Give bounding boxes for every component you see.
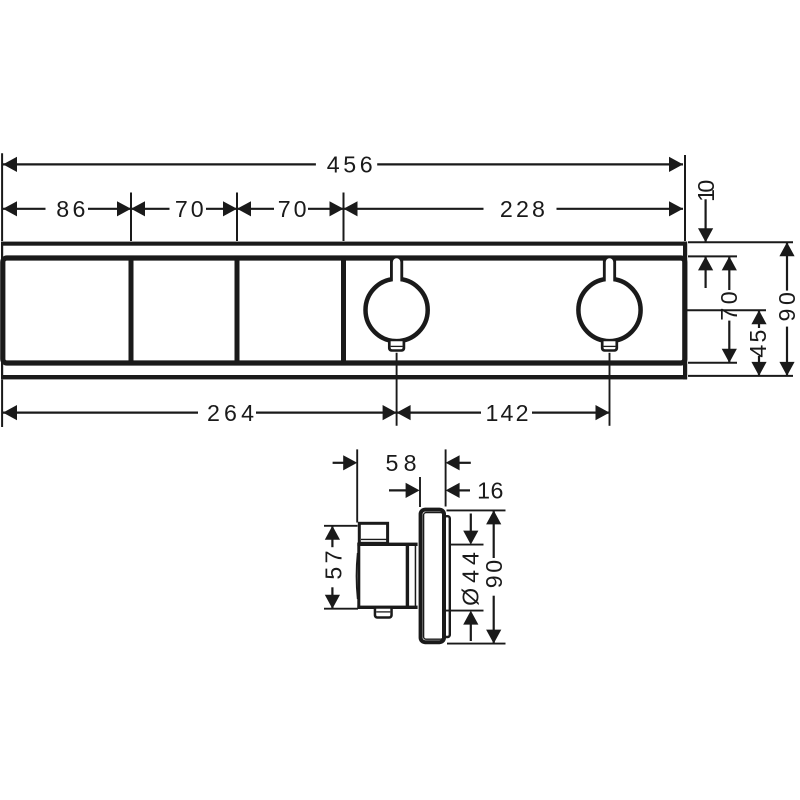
svg-text:70: 70 (175, 196, 207, 222)
svg-text:142: 142 (485, 400, 530, 426)
svg-text:90: 90 (481, 557, 507, 588)
svg-text:Ø44: Ø44 (458, 547, 484, 606)
svg-text:456: 456 (327, 152, 377, 178)
svg-text:228: 228 (500, 196, 548, 222)
svg-text:16: 16 (477, 478, 504, 504)
svg-text:10: 10 (693, 181, 719, 202)
svg-text:57: 57 (321, 547, 347, 579)
svg-text:86: 86 (56, 196, 89, 222)
svg-text:58: 58 (385, 450, 421, 476)
svg-text:70: 70 (278, 196, 310, 222)
svg-text:45: 45 (745, 327, 771, 357)
svg-text:70: 70 (716, 288, 742, 321)
svg-text:264: 264 (207, 400, 258, 426)
svg-text:90: 90 (774, 289, 800, 322)
